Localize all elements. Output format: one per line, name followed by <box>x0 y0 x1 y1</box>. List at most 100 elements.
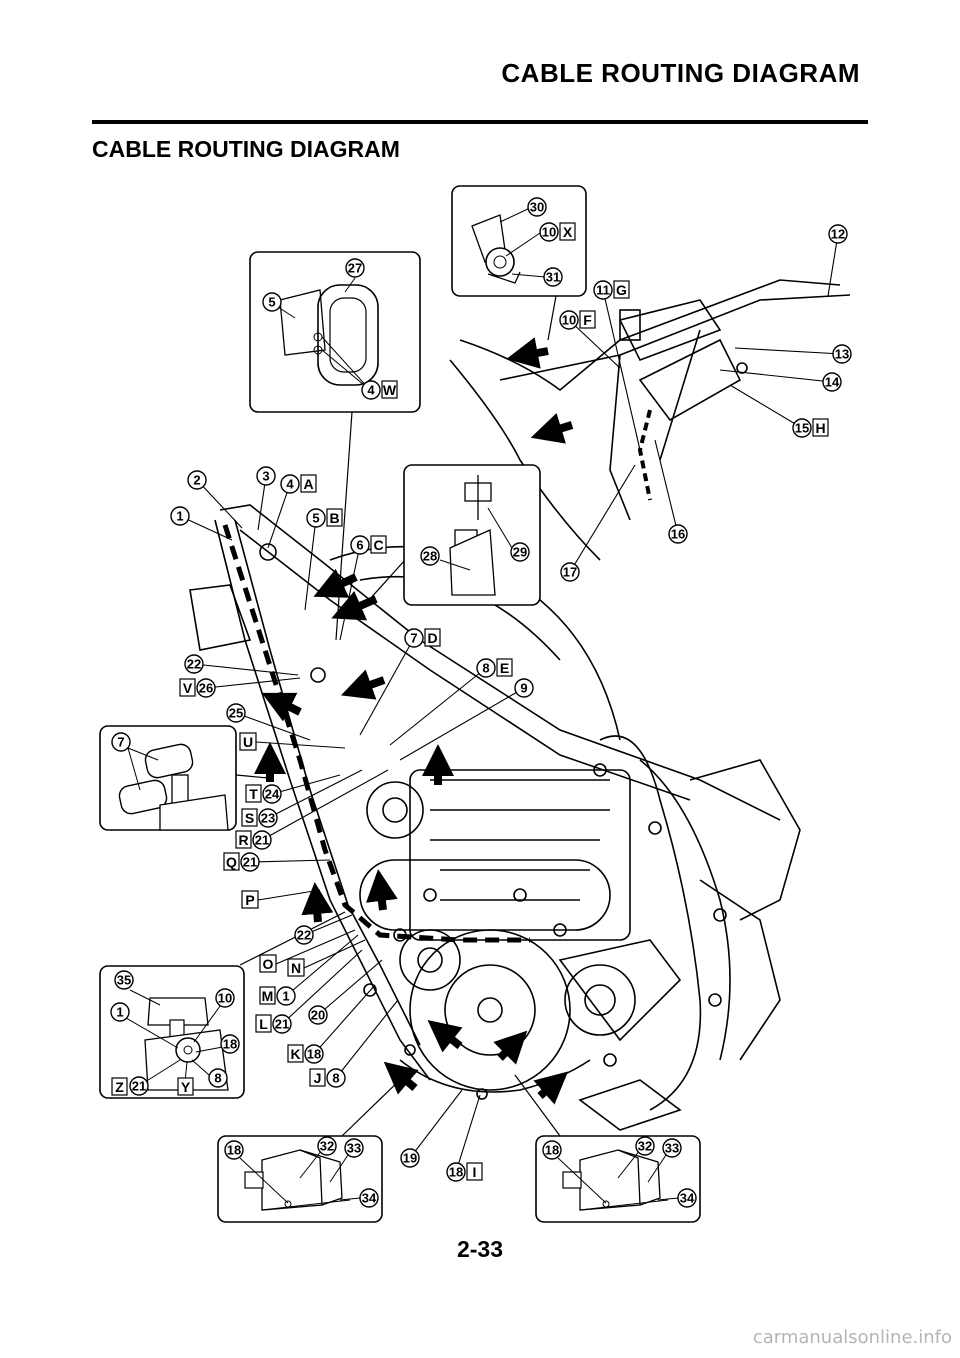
callout-inset-27: 27 <box>345 258 365 278</box>
svg-text:18: 18 <box>223 1037 237 1052</box>
callout-3: 3 <box>256 466 276 531</box>
callout-number: 19 <box>403 1151 417 1166</box>
svg-text:30: 30 <box>530 200 544 215</box>
callout-inset-35: 35 <box>114 970 134 990</box>
svg-text:28: 28 <box>423 549 437 564</box>
motorcycle-frame-drawing <box>189 279 851 1131</box>
svg-text:4: 4 <box>367 383 375 398</box>
callout-number: 3 <box>262 469 269 484</box>
callout-letter: C <box>373 537 383 553</box>
callout-letter: T <box>249 786 258 802</box>
callout-inset-5: 5 <box>262 292 282 312</box>
callout-number: 6 <box>356 538 363 553</box>
callout-inset-z-21: Z 21 <box>111 1076 149 1096</box>
callout-inset-y: Y <box>177 1077 194 1096</box>
callout-letter: P <box>245 892 254 908</box>
svg-text:18: 18 <box>545 1143 559 1158</box>
callout-letter: G <box>616 282 627 298</box>
callout-letter: L <box>259 1016 268 1032</box>
callout-letter: A <box>303 476 313 492</box>
callout-letter: E <box>500 660 509 676</box>
callout-letter: F <box>583 312 592 328</box>
callout-6-c: C6 <box>339 535 387 641</box>
callout-inset-4-w: 4 W <box>361 380 398 400</box>
inset-top-right: 30 10 X 31 <box>451 185 587 297</box>
callout-letter: Q <box>226 854 237 870</box>
callout-number: 22 <box>187 657 201 672</box>
svg-text:Y: Y <box>181 1079 191 1095</box>
callout-inset-1: 1 <box>110 1002 130 1022</box>
callout-br-34: 34 <box>677 1188 697 1208</box>
callout-11-g: G 11 <box>593 280 641 451</box>
callout-inset-30: 30 <box>527 197 547 217</box>
callout-letter: H <box>815 420 825 436</box>
callout-bl-33: 33 <box>344 1138 364 1158</box>
svg-text:29: 29 <box>513 545 527 560</box>
svg-text:7: 7 <box>117 735 124 750</box>
callout-1: 1 <box>170 506 233 541</box>
svg-text:27: 27 <box>348 261 362 276</box>
callout-number: 8 <box>332 1071 339 1086</box>
callout-8-e: E8 <box>389 658 513 746</box>
callout-br-33: 33 <box>662 1138 682 1158</box>
callout-16: 16 <box>654 439 688 544</box>
callout-18-k: K 18 <box>287 984 376 1064</box>
callout-br-18: 18 <box>542 1140 562 1160</box>
callout-number: 11 <box>596 283 610 298</box>
callout-bl-18: 18 <box>224 1140 244 1160</box>
callout-19: 19 <box>400 1089 463 1168</box>
callout-number: 14 <box>825 375 840 390</box>
svg-text:35: 35 <box>117 973 131 988</box>
callout-number: 10 <box>562 313 576 328</box>
inset-bottom-left: 18 32 33 34 <box>217 1135 383 1223</box>
callout-number: 15 <box>795 421 809 436</box>
svg-text:33: 33 <box>665 1141 679 1156</box>
callout-inset-8: 8 <box>208 1068 228 1088</box>
callout-bl-34: 34 <box>359 1188 379 1208</box>
callout-letter: I <box>473 1164 477 1180</box>
section-heading: CABLE ROUTING DIAGRAM <box>92 136 400 162</box>
callout-number: 18 <box>307 1047 321 1062</box>
callout-number: 16 <box>671 527 685 542</box>
svg-text:18: 18 <box>227 1143 241 1158</box>
callout-number: 5 <box>312 511 319 526</box>
callout-number: 20 <box>311 1008 325 1023</box>
callout-number: 7 <box>410 631 417 646</box>
callout-inset-28: 28 <box>420 546 440 566</box>
inset-top-left: 27 5 4 W <box>249 251 421 413</box>
watermark-text: carmanualsonline.info <box>752 1327 952 1348</box>
callout-letter: M <box>262 988 274 1004</box>
svg-text:34: 34 <box>362 1191 377 1206</box>
callout-15-h: H 15 <box>729 384 829 438</box>
callout-letter: N <box>291 960 301 976</box>
page-header-title: CABLE ROUTING DIAGRAM <box>501 58 860 88</box>
callout-inset-7: 7 <box>111 732 131 752</box>
svg-text:31: 31 <box>546 270 560 285</box>
callout-12: 12 <box>827 224 848 297</box>
callout-13: 13 <box>734 344 852 364</box>
svg-text:X: X <box>563 224 573 240</box>
callout-17: 17 <box>560 464 636 582</box>
callout-bl-32: 32 <box>317 1136 337 1156</box>
callout-inset-10: 10 <box>215 988 235 1008</box>
inset-left: 7 <box>99 725 237 831</box>
callout-letter: R <box>238 832 248 848</box>
callout-number: 13 <box>835 347 849 362</box>
callout-22: 22 <box>184 654 299 676</box>
callout-letter: K <box>290 1046 300 1062</box>
inset-leader-lines <box>235 295 561 1137</box>
page-number: 2-33 <box>456 1236 504 1262</box>
callout-22: 22 <box>294 914 353 945</box>
callout-inset-10-x: 10 X <box>539 222 576 242</box>
callout-number: 25 <box>229 706 243 721</box>
callout-inset-18: 18 <box>220 1034 240 1054</box>
callout-inset-31: 31 <box>543 267 563 287</box>
callout-number: 26 <box>199 681 213 696</box>
